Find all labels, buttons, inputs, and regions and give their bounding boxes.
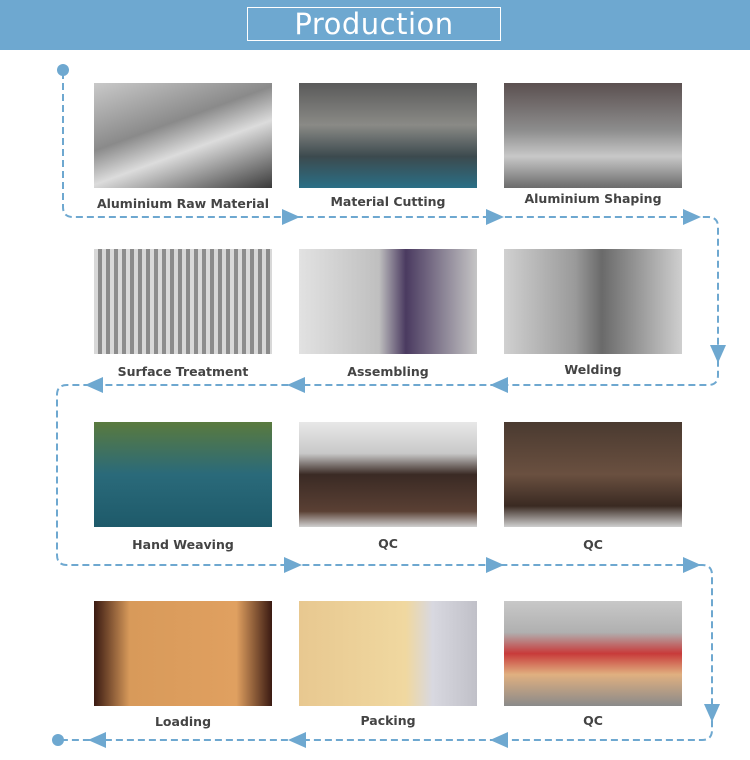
photo-welding (504, 249, 682, 354)
arrow-left-icon (288, 732, 306, 748)
arrow-left-icon (287, 377, 305, 393)
step-label: Loading (154, 714, 212, 729)
step-label: Material Cutting (330, 194, 446, 209)
step-label: QC (583, 537, 603, 552)
arrow-left-icon (490, 377, 508, 393)
photo-aluminium-raw-material (94, 83, 272, 188)
arrow-right-icon (683, 209, 701, 225)
step-label: Welding (564, 362, 622, 377)
step-label: Hand Weaving (132, 537, 234, 552)
step-label: Assembling (347, 364, 429, 379)
photo-packing (299, 601, 477, 706)
step-label: Aluminium Raw Material (96, 196, 270, 211)
step-label: Aluminium Shaping (524, 191, 662, 206)
photo-loading (94, 601, 272, 706)
arrow-right-icon (282, 209, 300, 225)
arrow-left-icon (85, 377, 103, 393)
photo-qc-2 (504, 422, 682, 527)
photo-surface-treatment (94, 249, 272, 354)
photo-assembling (299, 249, 477, 354)
flow-line-row1 (56, 72, 719, 741)
arrow-left-icon (88, 732, 106, 748)
step-label: Surface Treatment (117, 364, 249, 379)
arrow-left-icon (490, 732, 508, 748)
page-title: Production (247, 7, 501, 41)
arrow-right-icon (284, 557, 302, 573)
photo-qc-3 (504, 601, 682, 706)
start-dot (57, 64, 69, 76)
arrow-down-icon (710, 345, 726, 363)
photo-aluminium-shaping (504, 83, 682, 188)
photo-hand-weaving (94, 422, 272, 527)
step-label: Packing (360, 713, 416, 728)
arrow-down-icon (704, 704, 720, 722)
step-label: QC (583, 713, 603, 728)
photo-qc-1 (299, 422, 477, 527)
arrow-right-icon (486, 209, 504, 225)
photo-material-cutting (299, 83, 477, 188)
arrow-right-icon (486, 557, 504, 573)
arrow-right-icon (683, 557, 701, 573)
end-dot (52, 734, 64, 746)
header-banner: Production (0, 0, 750, 50)
step-label: QC (378, 536, 398, 551)
